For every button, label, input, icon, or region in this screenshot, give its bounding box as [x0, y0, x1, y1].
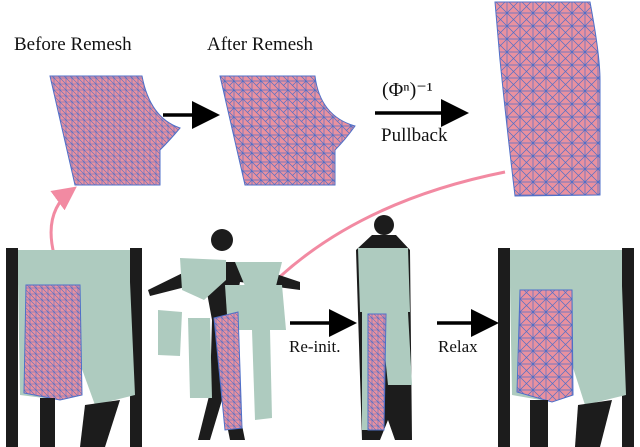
before-remesh-label: Before Remesh	[14, 34, 132, 55]
reinit-label: Re-init.	[289, 337, 341, 356]
mesh-before-remesh	[49, 75, 181, 186]
pullback-label: Pullback	[381, 125, 448, 146]
garment-panel-pieces	[148, 229, 300, 440]
garment-panel-relaxed	[498, 248, 634, 447]
pink-arrow-to-before	[49, 186, 77, 259]
relax-label: Relax	[438, 337, 478, 356]
garment-panel-reinit	[356, 215, 412, 440]
mesh-pullback-result	[494, 1, 601, 197]
mesh-after-remesh	[219, 75, 356, 186]
inverse-map-label: (Φⁿ)⁻¹	[382, 79, 433, 101]
garment-panel-left	[6, 248, 142, 447]
after-remesh-label: After Remesh	[207, 34, 314, 55]
